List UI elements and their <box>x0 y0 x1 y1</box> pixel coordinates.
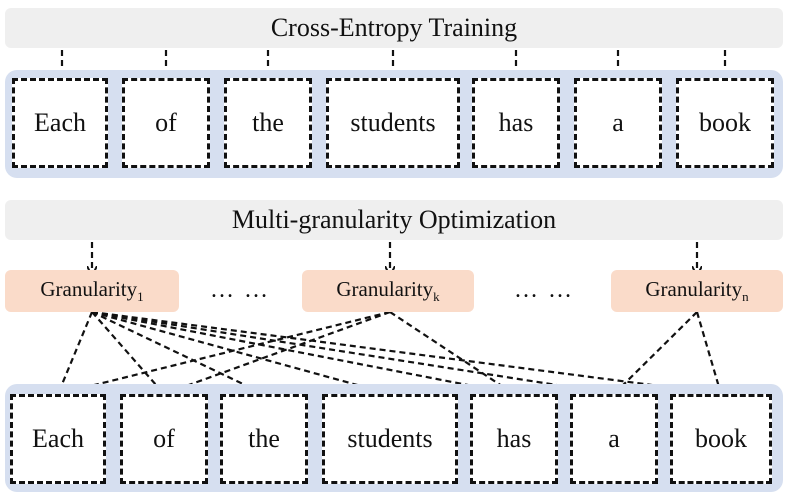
granularity-n-box: Granularityn <box>611 270 783 312</box>
granularity-k-box: Granularityk <box>302 270 474 312</box>
connection-granularity-n-to-a <box>613 311 698 395</box>
bottom-token-book: book <box>670 394 772 484</box>
granularity-arrows <box>92 242 697 271</box>
granularity-n-label: Granularityn <box>645 277 749 304</box>
bottom-token-has: has <box>470 394 558 484</box>
top-token-book: book <box>676 78 774 168</box>
multi-granularity-title: Multi-granularity Optimization <box>231 205 557 234</box>
connection-granularity-1-to-of <box>91 311 165 395</box>
connection-granularity-1-to-has <box>91 310 515 396</box>
top-token-a: a <box>574 78 662 168</box>
ellipsis-right: … … <box>514 277 574 303</box>
bottom-token-the: the <box>220 394 308 484</box>
bottom-token-each: Each <box>10 394 106 484</box>
cross-entropy-banner: Cross-Entropy Training <box>5 8 783 48</box>
connection-granularity-1-to-a <box>91 310 615 396</box>
connection-granularity-n-to-book <box>695 311 723 395</box>
bottom-token-of: of <box>120 394 208 484</box>
connection-granularity-k-to-has <box>389 311 515 395</box>
top-token-of: of <box>122 78 210 168</box>
connection-granularity-k-to-of <box>163 310 391 396</box>
bottom-token-students: students <box>322 394 458 484</box>
top-token-students: students <box>326 78 460 168</box>
connection-granularity-1-to-book <box>91 310 722 396</box>
top-token-has: has <box>472 78 560 168</box>
bottom-token-a: a <box>570 394 658 484</box>
connection-granularity-1-to-the <box>91 311 265 395</box>
connection-lines <box>56 310 723 396</box>
top-arrows <box>62 50 725 80</box>
multi-granularity-banner: Multi-granularity Optimization <box>5 200 783 240</box>
top-token-each: Each <box>12 78 108 168</box>
connection-granularity-k-to-each <box>57 310 391 396</box>
top-token-the: the <box>224 78 312 168</box>
ellipsis-left: … … <box>210 277 270 303</box>
connection-granularity-1-to-each <box>56 311 94 395</box>
connection-granularity-1-to-students <box>91 310 391 396</box>
granularity-k-label: Granularityk <box>336 277 440 304</box>
granularity-1-label: Granularity1 <box>40 277 144 304</box>
granularity-1-box: Granularity1 <box>5 270 179 312</box>
cross-entropy-title: Cross-Entropy Training <box>270 13 518 42</box>
